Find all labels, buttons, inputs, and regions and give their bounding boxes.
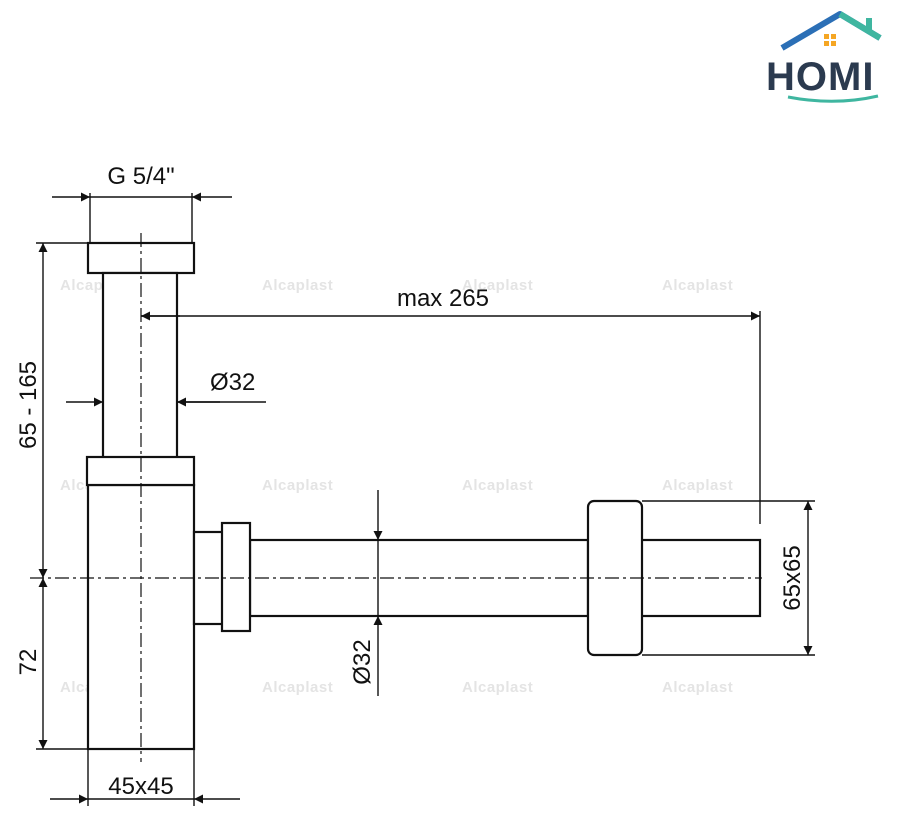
wall-flange-dimension: 65x65	[642, 500, 815, 656]
watermark: Alcaplast	[462, 679, 533, 696]
siphon	[85, 241, 762, 751]
vertical-pipe	[101, 271, 179, 462]
thread-label: G 5/4"	[107, 163, 174, 190]
watermark: Alcaplast	[662, 277, 733, 294]
watermark: Alcaplast	[662, 679, 733, 696]
watermark: Alcaplast	[262, 477, 333, 494]
homi-logo: HOMI	[766, 11, 882, 103]
lower-height-dimension: 72	[15, 578, 88, 750]
lower-height-label: 72	[15, 649, 42, 676]
window-icon	[824, 34, 836, 46]
vertical-diameter-label: Ø32	[210, 369, 255, 396]
watermark: Alcaplast	[662, 477, 733, 494]
watermark: Alcaplast	[262, 277, 333, 294]
height-range-label: 65 - 165	[15, 361, 42, 449]
outlet-nut	[220, 521, 252, 633]
logo-text: HOMI	[766, 55, 874, 99]
vertical-diameter-dimension: Ø32	[66, 369, 266, 407]
wall-flange-label: 65x65	[779, 545, 806, 610]
height-range-dimension: 65 - 165	[15, 242, 88, 578]
watermarks: Alcaplast Alcaplast Alcaplast Alcaplast …	[60, 277, 733, 696]
thread-dimension: G 5/4"	[52, 163, 232, 243]
horizontal-diameter-dimension: Ø32	[349, 490, 383, 696]
body-size-label: 45x45	[108, 773, 173, 800]
horizontal-diameter-label: Ø32	[349, 639, 376, 684]
body-size-dimension: 45x45	[50, 749, 240, 806]
pipe-length-dimension: max 265	[141, 285, 761, 524]
pipe-length-label: max 265	[397, 285, 489, 312]
watermark: Alcaplast	[462, 277, 533, 294]
watermark: Alcaplast	[462, 477, 533, 494]
watermark: Alcaplast	[262, 679, 333, 696]
